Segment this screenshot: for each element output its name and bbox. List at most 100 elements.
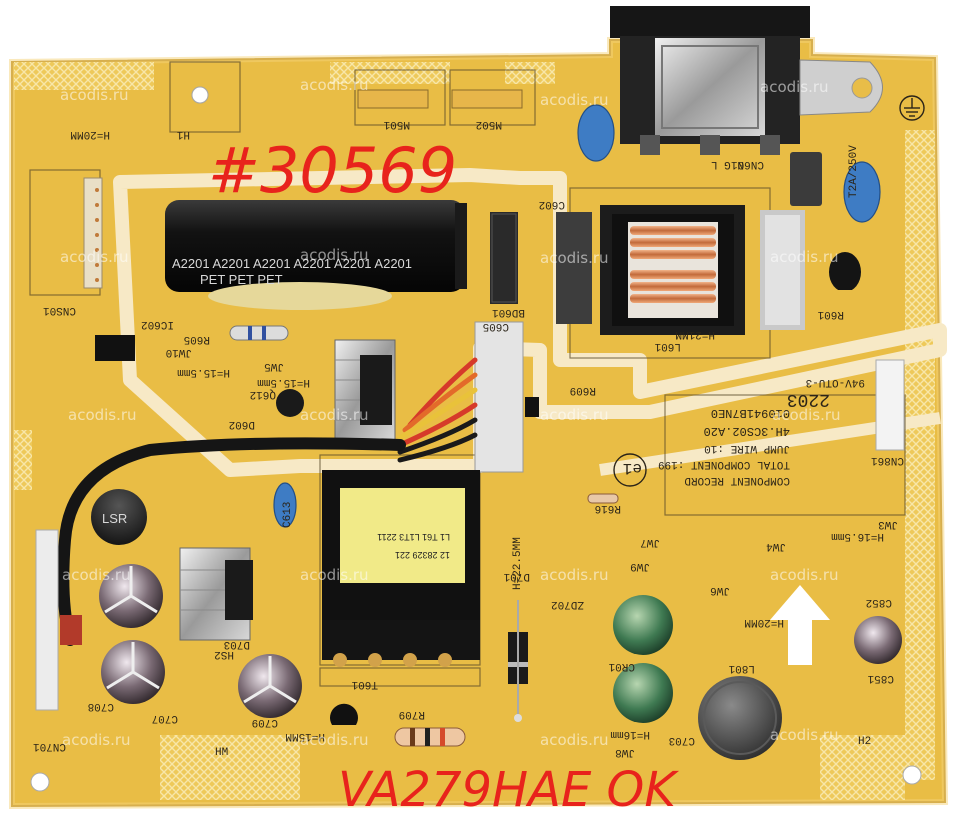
svg-text:acodis.ru: acodis.ru bbox=[300, 566, 369, 584]
svg-text:C703: C703 bbox=[669, 734, 695, 746]
svg-text:H=16mm: H=16mm bbox=[610, 728, 650, 740]
resistors bbox=[229, 325, 619, 747]
svg-text:L1 T61 L1T3 2211: L1 T61 L1T3 2211 bbox=[377, 532, 450, 542]
svg-text:12 28329 221: 12 28329 221 bbox=[395, 550, 450, 560]
svg-text:C605: C605 bbox=[483, 320, 509, 332]
main-transformer: L1 T61 L1T3 2211 12 28329 221 bbox=[322, 470, 480, 667]
svg-text:A2201 A2201 A2201 A2201 A2201: A2201 A2201 A2201 A2201 A2201 A2201 bbox=[172, 256, 412, 271]
svg-text:94V-OTU-3: 94V-OTU-3 bbox=[806, 376, 865, 388]
svg-text:Q612: Q612 bbox=[250, 388, 276, 400]
svg-text:D703: D703 bbox=[224, 638, 250, 650]
svg-text:C602: C602 bbox=[539, 198, 565, 210]
svg-text:acodis.ru: acodis.ru bbox=[300, 76, 369, 94]
svg-text:M502: M502 bbox=[476, 118, 502, 130]
handwritten-model: VA279HAE OK bbox=[338, 762, 679, 818]
svg-text:R709: R709 bbox=[399, 708, 425, 720]
svg-text:acodis.ru: acodis.ru bbox=[540, 249, 609, 267]
svg-text:C613: C613 bbox=[282, 502, 294, 528]
svg-text:H=15MM: H=15MM bbox=[285, 730, 325, 742]
svg-text:R616: R616 bbox=[595, 502, 621, 514]
svg-text:IC602: IC602 bbox=[141, 318, 174, 330]
svg-text:acodis.ru: acodis.ru bbox=[300, 731, 369, 749]
svg-text:N G L: N G L bbox=[711, 158, 744, 170]
svg-text:acodis.ru: acodis.ru bbox=[770, 248, 839, 266]
svg-text:JW6: JW6 bbox=[710, 584, 730, 596]
svg-text:JW10: JW10 bbox=[166, 346, 192, 358]
svg-text:acodis.ru: acodis.ru bbox=[770, 566, 839, 584]
svg-text:COMPONENT RECORD: COMPONENT RECORD bbox=[684, 474, 790, 486]
svg-text:JW3: JW3 bbox=[878, 518, 898, 530]
svg-text:H1: H1 bbox=[176, 128, 190, 140]
svg-text:acodis.ru: acodis.ru bbox=[540, 91, 609, 109]
svg-text:HM: HM bbox=[215, 747, 228, 759]
svg-text:acodis.ru: acodis.ru bbox=[60, 86, 129, 104]
svg-text:C851: C851 bbox=[867, 672, 894, 684]
svg-text:C708: C708 bbox=[88, 700, 114, 712]
svg-text:acodis.ru: acodis.ru bbox=[772, 406, 841, 424]
output-capacitors bbox=[99, 564, 902, 723]
component-record: 010941B7NE0 4H.3CS02.A20 JUMP WIRE :10 T… bbox=[613, 376, 865, 487]
svg-text:CN601: CN601 bbox=[731, 158, 764, 170]
handwritten-number: #30569 bbox=[208, 134, 457, 207]
svg-text:CR01: CR01 bbox=[608, 660, 635, 672]
svg-text:PET PET PET: PET PET PET bbox=[200, 272, 283, 287]
svg-text:L801: L801 bbox=[728, 662, 755, 674]
svg-text:acodis.ru: acodis.ru bbox=[540, 406, 609, 424]
svg-text:acodis.ru: acodis.ru bbox=[540, 566, 609, 584]
svg-text:acodis.ru: acodis.ru bbox=[68, 406, 137, 424]
svg-text:R609: R609 bbox=[570, 384, 596, 396]
svg-text:H=22.5MM: H=22.5MM bbox=[512, 537, 524, 590]
svg-text:C709: C709 bbox=[252, 716, 278, 728]
svg-text:JW7: JW7 bbox=[640, 536, 660, 548]
watermarks: acodis.ru acodis.ru acodis.ru acodis.ru … bbox=[60, 76, 841, 749]
ac-inlet bbox=[610, 6, 883, 155]
svg-text:acodis.ru: acodis.ru bbox=[770, 726, 839, 744]
svg-text:H=21MM: H=21MM bbox=[675, 328, 715, 340]
svg-text:H=20MM: H=20MM bbox=[744, 616, 784, 628]
svg-text:R605: R605 bbox=[184, 333, 210, 345]
svg-text:010941B7NE0: 010941B7NE0 bbox=[711, 406, 790, 420]
svg-text:H=16.5mm: H=16.5mm bbox=[831, 530, 884, 542]
svg-text:ZD702: ZD702 bbox=[551, 598, 584, 610]
svg-text:C852: C852 bbox=[866, 596, 892, 608]
svg-text:CN701: CN701 bbox=[33, 740, 66, 752]
svg-text:D701: D701 bbox=[503, 570, 530, 582]
svg-text:CN861: CN861 bbox=[871, 454, 904, 466]
bulk-capacitor: A2201 A2201 A2201 A2201 A2201 A2201 PET … bbox=[165, 200, 467, 310]
common-mode-choke bbox=[600, 205, 745, 335]
svg-text:C707: C707 bbox=[152, 712, 178, 724]
svg-text:acodis.ru: acodis.ru bbox=[760, 78, 829, 96]
svg-text:H=15.5mm: H=15.5mm bbox=[257, 376, 310, 388]
svg-text:JUMP WIRE :10: JUMP WIRE :10 bbox=[704, 442, 790, 454]
svg-text:acodis.ru: acodis.ru bbox=[300, 246, 369, 264]
svg-text:acodis.ru: acodis.ru bbox=[62, 731, 131, 749]
svg-text:D602: D602 bbox=[229, 418, 255, 430]
svg-text:acodis.ru: acodis.ru bbox=[300, 406, 369, 424]
svg-text:acodis.ru: acodis.ru bbox=[62, 566, 131, 584]
svg-text:JW4: JW4 bbox=[766, 540, 786, 552]
svg-text:H=15.5mm: H=15.5mm bbox=[177, 366, 230, 378]
svg-text:M501: M501 bbox=[383, 118, 410, 130]
svg-text:R601: R601 bbox=[817, 308, 844, 320]
heatsinks bbox=[179, 339, 396, 641]
svg-text:JW5: JW5 bbox=[264, 360, 284, 372]
svg-text:T601: T601 bbox=[351, 678, 378, 690]
svg-text:4H.3CS02.A20: 4H.3CS02.A20 bbox=[704, 424, 790, 438]
svg-text:acodis.ru: acodis.ru bbox=[540, 731, 609, 749]
svg-text:acodis.ru: acodis.ru bbox=[60, 248, 129, 266]
svg-text:2203: 2203 bbox=[787, 389, 830, 409]
svg-text:H=20MM: H=20MM bbox=[70, 128, 110, 140]
svg-text:T2A/250V: T2A/250V bbox=[848, 145, 860, 198]
svg-text:BD601: BD601 bbox=[492, 306, 525, 318]
svg-text:JW8: JW8 bbox=[615, 746, 635, 758]
svg-text:H2: H2 bbox=[858, 736, 871, 748]
svg-text:L601: L601 bbox=[654, 340, 681, 352]
svg-text:HS2: HS2 bbox=[214, 648, 234, 660]
svg-text:CNS01: CNS01 bbox=[43, 304, 76, 316]
svg-text:e1: e1 bbox=[623, 459, 642, 477]
svg-text:LSR: LSR bbox=[102, 511, 127, 526]
svg-text:JW9: JW9 bbox=[630, 560, 650, 572]
svg-text:TOTAL COMPONENT :199: TOTAL COMPONENT :199 bbox=[658, 458, 790, 470]
